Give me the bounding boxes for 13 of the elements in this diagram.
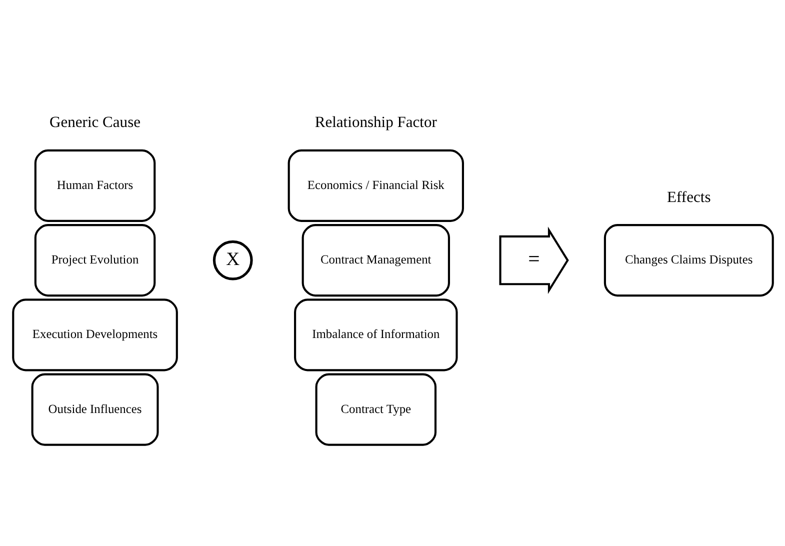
node-box: Imbalance of Information <box>294 298 458 372</box>
node-box: Contract Type <box>314 373 436 446</box>
node-box: Outside Influences <box>30 373 158 446</box>
label: Generic Cause <box>49 114 140 132</box>
node-box: Human Factors <box>34 149 156 222</box>
node-box: Contract Management <box>301 224 450 297</box>
node-circle: X <box>212 240 252 280</box>
node-box: Economics / Financial Risk <box>287 149 464 222</box>
node-box: Changes Claims Disputes <box>603 224 774 297</box>
node-box: Execution Developments <box>12 298 178 372</box>
label: Relationship Factor <box>314 114 436 132</box>
node-box: Project Evolution <box>34 224 156 297</box>
label: Effects <box>666 188 710 206</box>
